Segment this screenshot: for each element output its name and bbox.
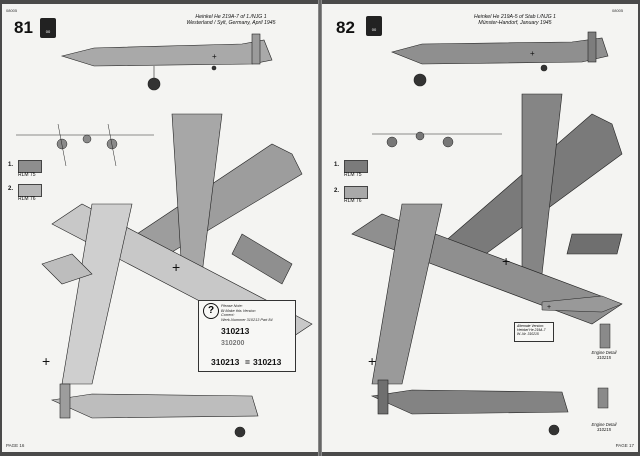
bottom-view-aircraft: + + [351,203,623,385]
note-equals: = [245,357,250,367]
paint-pot-label: 00 [45,29,51,34]
svg-text:+: + [502,253,510,269]
svg-text:+: + [172,259,180,275]
svg-text:+: + [212,52,217,61]
front-views [372,131,502,148]
note-number-main: 310213 [221,326,250,336]
alternate-version-box: Alternate Version: Heinkel He 219A-7 W.-… [514,322,554,342]
legend-number-2: 2. [8,186,14,192]
page-label: PAGE 16 [6,443,25,448]
note-box: ? Please Note: Bi Make this Version Corr… [198,300,296,372]
lower-side-view [50,383,259,438]
right-page: 08005 82 00 Heinkel He 219A-5 of Stab I.… [322,4,638,452]
note-number-b: 310213 [211,357,240,367]
step-number: 82 [336,18,355,37]
legend-code-2: RLM 76 [344,198,362,204]
svg-text:+: + [547,304,551,311]
color-swatch-2 [344,186,368,199]
front-views [16,123,154,167]
page-code: 08005 [612,8,624,13]
note-lines: Please Note: Bi Make this Version Correc… [221,304,273,322]
legend-code-2: RLM 76 [18,196,36,202]
legend-code-1: RLM 75 [18,172,36,178]
note-line-2: Bi Make this Version [221,308,256,313]
lower-side-view [370,379,569,436]
legend-code-1: RLM 75 [344,172,362,178]
left-page: 08005 81 00 Heinkel He 219A-7 of 1./NJG … [2,4,318,452]
alt-line-2: Heinkel He 219A-7 [517,328,546,332]
paint-pot-label: 00 [371,27,377,32]
svg-text:+: + [42,353,50,369]
small-side-view: + [541,295,623,313]
side-view-aircraft: + [60,33,273,91]
engine-detail-2-line-2: 310215 [597,427,611,432]
note-line-1: Please Note: [221,304,243,308]
title-line-2: Münster-Handorf, January 1945 [478,20,552,27]
legend-number-2: 2. [334,188,340,194]
color-swatch-1 [18,160,42,173]
svg-text:+: + [530,49,535,58]
title-line-1: Heinkel He 219A-5 of Stab I./NJG 1 [474,14,556,20]
engine-detail-2-line-1: Engine Detail [591,422,617,427]
color-swatch-1 [344,160,368,173]
top-view-aircraft [441,93,623,275]
engine-detail-1-line-1: Engine Detail [591,350,617,355]
engine-detail-label-1: Engine Detail 310215 [584,350,624,360]
legend-number-1: 1. [8,162,14,168]
page-label: PAGE 17 [615,443,634,448]
engine-detail-drawings [597,323,611,409]
book-spine [318,0,322,456]
note-line-3: Correct: [221,313,235,318]
alt-line-1: Alternate Version: [517,324,544,328]
aircraft-title: Heinkel He 219A-7 of 1./NJG 1 Westerland… [176,14,286,26]
aircraft-drawings-left: + + + [16,33,313,438]
side-view-aircraft: + [391,31,609,87]
aircraft-drawings-right: + + + + [351,31,623,436]
title-line-1: Heinkel He 219A-7 of 1./NJG 1 [195,14,267,20]
engine-detail-1-line-2: 310215 [597,355,611,360]
top-view-aircraft [121,113,303,285]
note-number-c: 310213 [253,357,282,367]
title-line-2: Westerland / Sylt, Germany, April 1945 [186,20,276,27]
legend-number-1: 1. [334,162,340,168]
color-swatch-2 [18,184,42,197]
paint-pot-icon: 00 [366,16,382,36]
question-mark-icon: ? [203,303,219,319]
alt-line-3: W.-Nr. 310215 [517,332,539,336]
page-code: 08005 [6,8,18,13]
engine-detail-label-2: Engine Detail 310215 [584,422,624,432]
note-line-4: Werk-Nummer 310213 Part 84 [221,317,273,322]
step-number: 81 [14,18,33,37]
note-number-a: 310200 [221,340,245,347]
svg-text:+: + [368,353,376,369]
aircraft-title: Heinkel He 219A-5 of Stab I./NJG 1 Münst… [460,14,570,26]
paint-pot-icon: 00 [40,18,56,38]
